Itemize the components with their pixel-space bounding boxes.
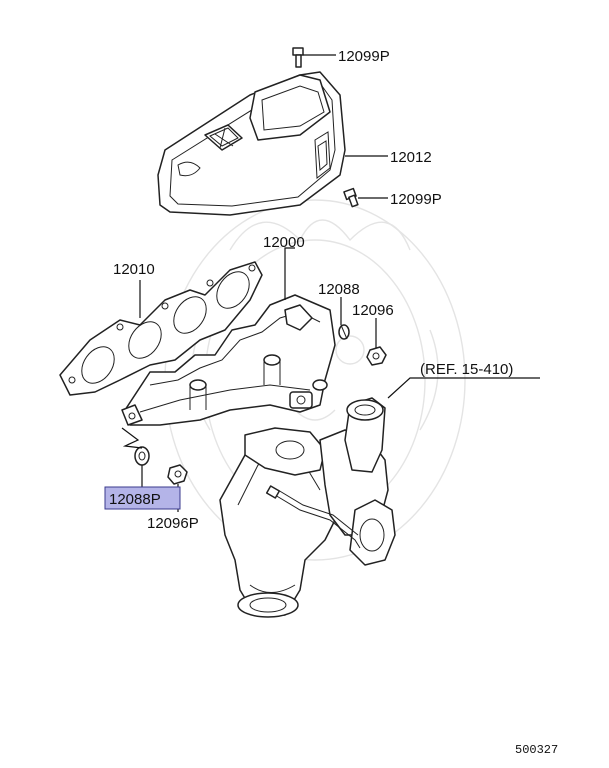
callout-stud[interactable]: 12088 bbox=[318, 281, 360, 298]
callout-gasket[interactable]: 12010 bbox=[113, 261, 155, 278]
bolt-top-part[interactable] bbox=[292, 47, 304, 68]
exhaust-manifold-part[interactable] bbox=[121, 294, 336, 426]
gasket-part[interactable] bbox=[59, 261, 263, 396]
callout-stud-highlighted[interactable]: 12088P bbox=[109, 491, 161, 508]
nut-lower-part[interactable] bbox=[167, 464, 188, 485]
callout-heat-shield[interactable]: 12012 bbox=[390, 149, 432, 166]
callout-highlight-box bbox=[104, 486, 181, 510]
heat-shield-part[interactable] bbox=[157, 71, 346, 216]
callout-bolt-top[interactable]: 12099P bbox=[338, 48, 390, 65]
bolt-side-part[interactable] bbox=[343, 187, 359, 208]
diagram-code: 500327 bbox=[515, 743, 558, 757]
turbocharger-part[interactable] bbox=[219, 397, 396, 618]
nut-upper-part[interactable] bbox=[366, 346, 387, 366]
callout-nut-bottom[interactable]: 12096P bbox=[147, 515, 199, 532]
stud-upper-part[interactable] bbox=[338, 324, 350, 340]
leader-lines bbox=[121, 54, 540, 512]
callout-manifold[interactable]: 12000 bbox=[263, 234, 305, 251]
callout-nut[interactable]: 12096 bbox=[352, 302, 394, 319]
callout-bolt-side[interactable]: 12099P bbox=[390, 191, 442, 208]
callout-ref[interactable]: (REF. 15-410) bbox=[420, 361, 513, 378]
stud-lower-part[interactable] bbox=[134, 446, 150, 466]
